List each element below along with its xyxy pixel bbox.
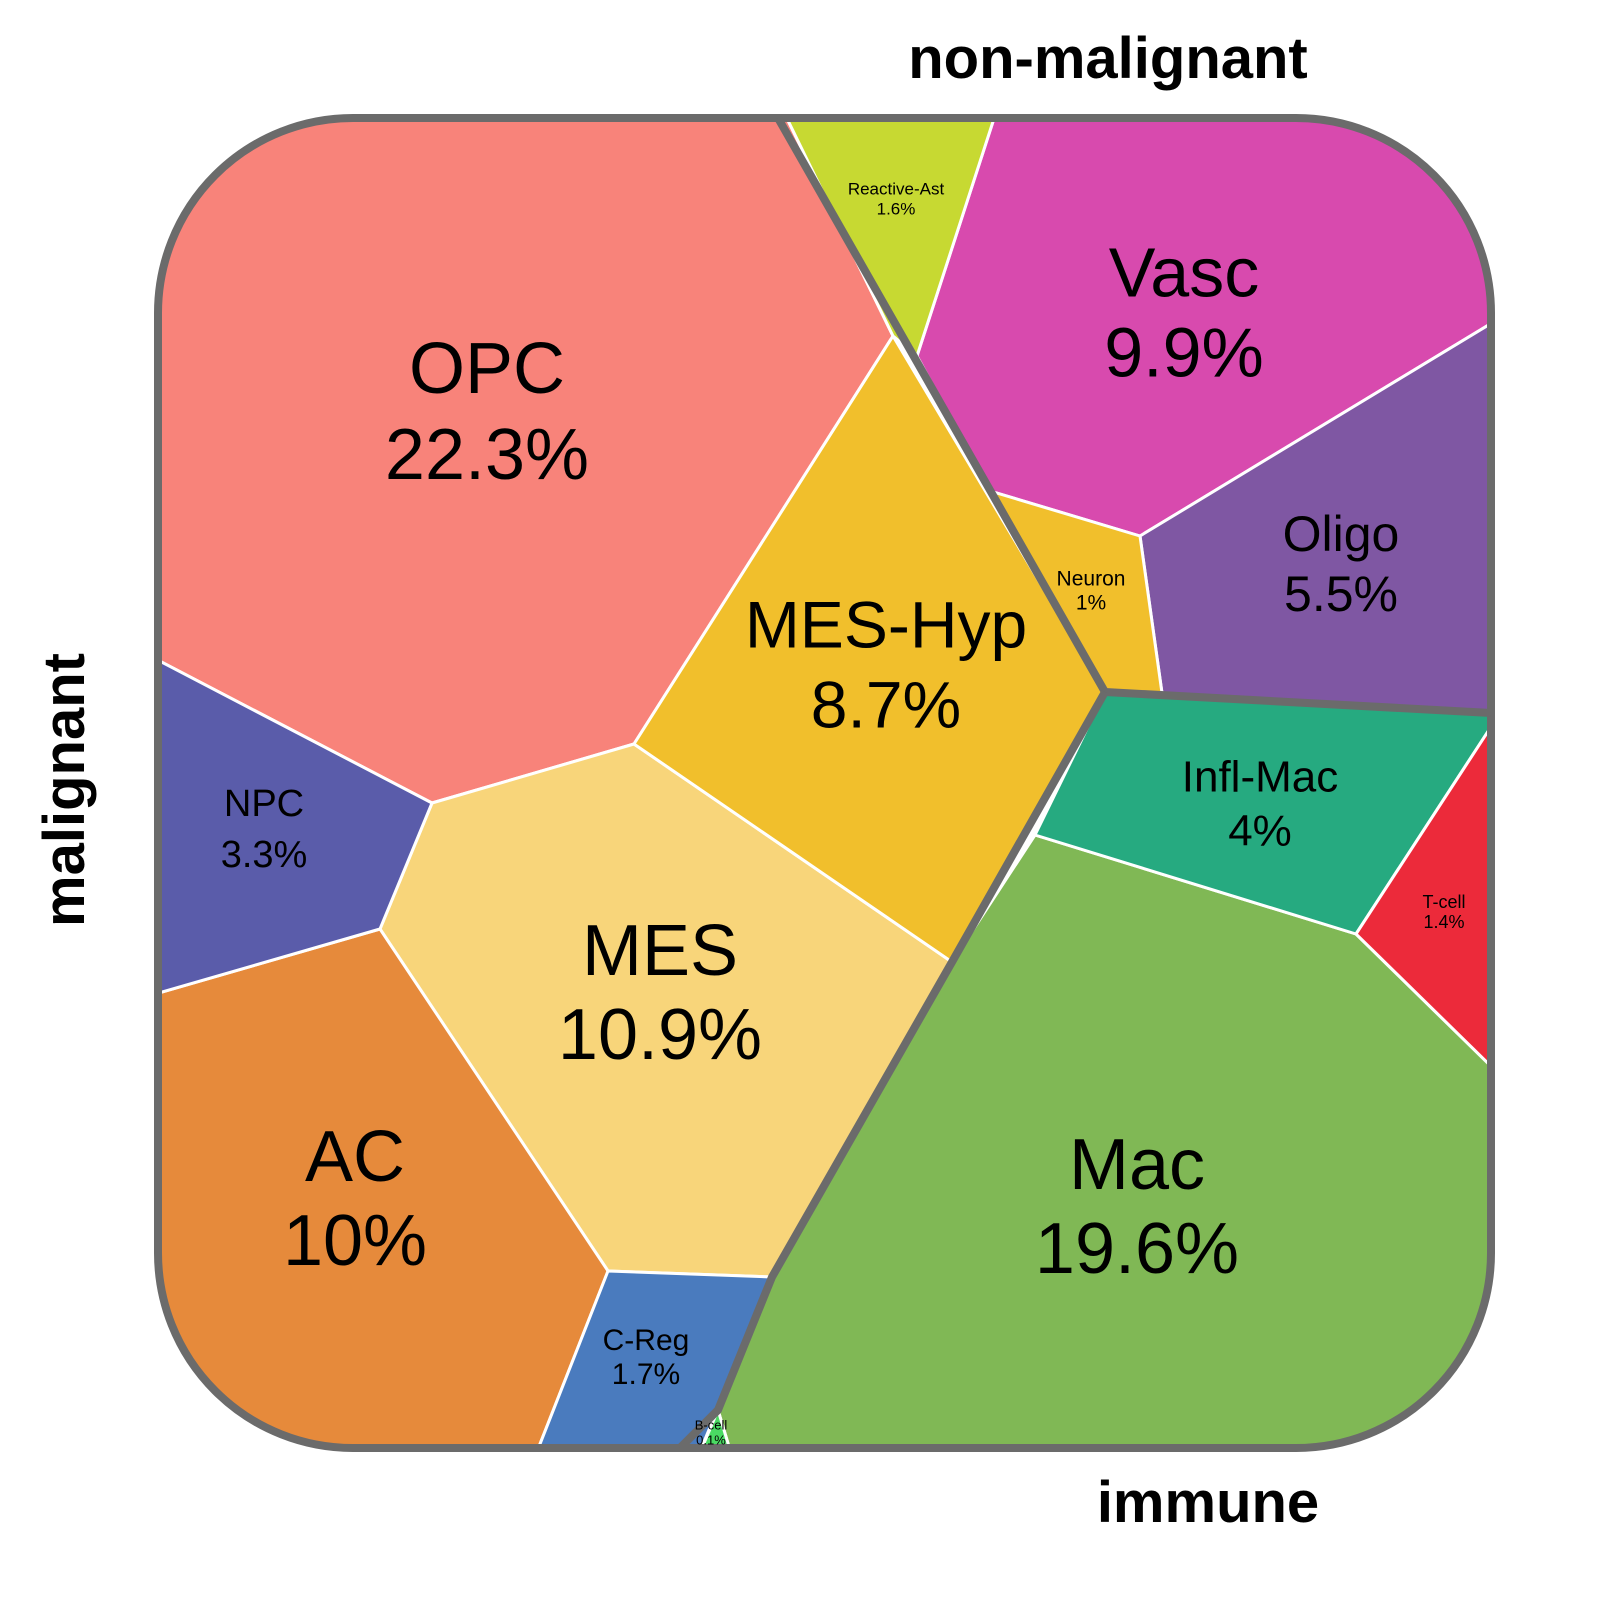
cell-c-reg [516, 1269, 774, 1448]
cell-npc [158, 628, 434, 1012]
cell-percent-vasc: 9.9% [1104, 313, 1264, 391]
outer-border [154, 114, 1495, 1452]
cell-percent-b-cell: 0.1% [696, 1432, 726, 1447]
group-separator-malignant-immune [677, 690, 1109, 1451]
cell-label-reactive-ast: Reactive-Ast [848, 179, 945, 198]
cell-percent-mac: 19.6% [1035, 1209, 1239, 1289]
group-label-malignant: malignant [32, 653, 97, 927]
cell-label-npc: NPC [224, 783, 304, 825]
cell-label-oligo: Oligo [1283, 506, 1400, 562]
cell-percent-neuron: 1% [1076, 592, 1106, 615]
cell-percent-opc: 22.3% [385, 415, 589, 495]
cell-percent-npc: 3.3% [221, 834, 308, 876]
cell-percent-mes-hyp: 8.7% [811, 667, 961, 741]
cell-percent-oligo: 5.5% [1284, 566, 1398, 622]
cell-label-b-cell: B-cell [695, 1417, 728, 1432]
group-label-non-malignant: non-malignant [908, 26, 1308, 91]
cell-label-t-cell: T-cell [1422, 892, 1465, 912]
cell-percent-c-reg: 1.7% [612, 1358, 680, 1391]
cell-label-infl-mac: Infl-Mac [1182, 753, 1338, 802]
cell-label-neuron: Neuron [1057, 568, 1126, 591]
cell-percent-ac: 10% [283, 1201, 427, 1281]
cell-label-mes-hyp: MES-Hyp [745, 587, 1027, 661]
cell-label-opc: OPC [409, 329, 565, 409]
cell-label-mes: MES [582, 911, 738, 991]
cell-percent-mes: 10.9% [558, 995, 762, 1075]
group-label-immune: immune [1097, 1470, 1319, 1535]
cell-t-cell [1354, 711, 1491, 1077]
cell-percent-t-cell: 1.4% [1423, 912, 1464, 932]
cell-label-ac: AC [305, 1117, 405, 1197]
cell-label-c-reg: C-Reg [603, 1324, 690, 1357]
cell-label-vasc: Vasc [1109, 233, 1259, 311]
cell-label-mac: Mac [1069, 1125, 1205, 1205]
cell-percent-infl-mac: 4% [1228, 807, 1292, 856]
cell-percent-reactive-ast: 1.6% [877, 199, 916, 218]
